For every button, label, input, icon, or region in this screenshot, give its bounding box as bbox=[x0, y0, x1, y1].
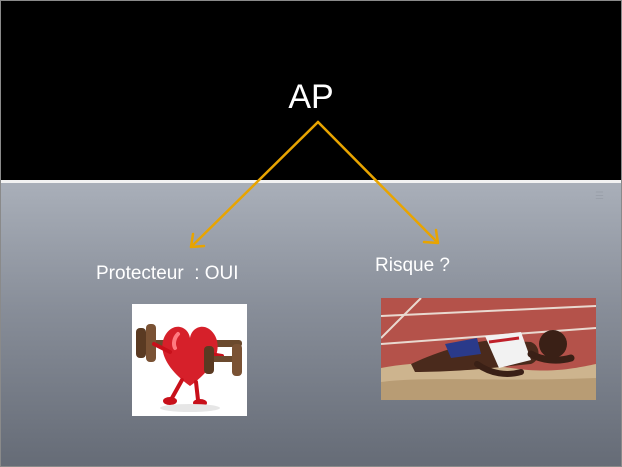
title-band bbox=[1, 1, 621, 180]
arrow-left-head bbox=[189, 232, 206, 249]
corner-icon: ☰ bbox=[595, 191, 604, 202]
arrow-left bbox=[191, 120, 320, 247]
slide-title: AP bbox=[288, 78, 334, 116]
divider-line bbox=[1, 180, 621, 183]
arrow-right bbox=[316, 120, 438, 243]
heart-dumbbell-image bbox=[132, 304, 247, 416]
athlete-image bbox=[381, 298, 596, 400]
protective-label: Protecteur : OUI bbox=[96, 263, 239, 284]
risk-label: Risque ? bbox=[375, 255, 450, 276]
arrow-right-head bbox=[422, 228, 440, 245]
